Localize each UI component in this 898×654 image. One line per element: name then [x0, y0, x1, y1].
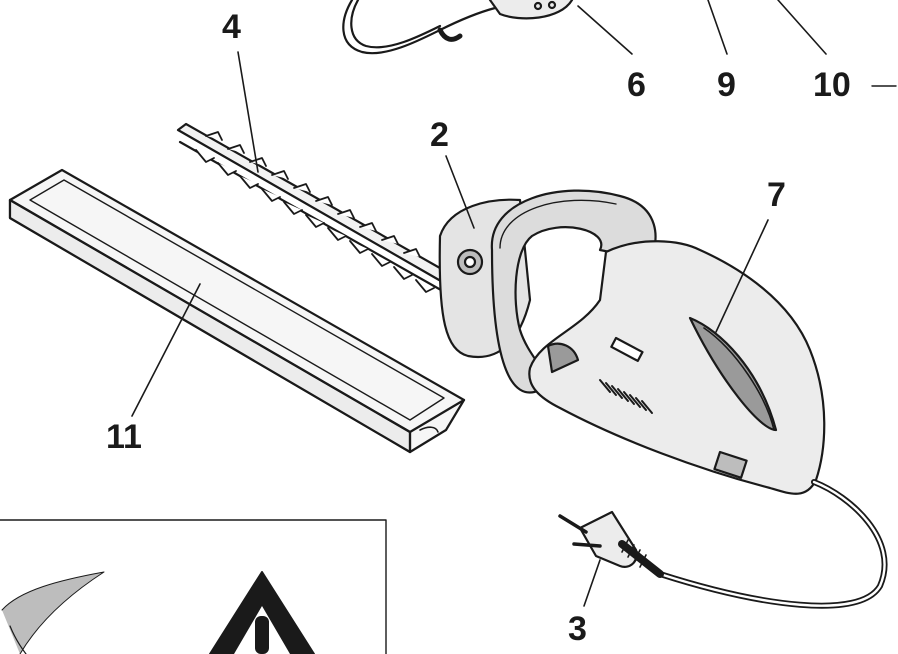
callout-4: 4 [222, 8, 241, 46]
callout-2: 2 [430, 116, 449, 154]
blade-cover [8, 168, 466, 454]
motor-body [528, 240, 826, 495]
leader-2 [445, 155, 475, 229]
leader-3 [583, 559, 601, 607]
top-partial-tool [342, 0, 574, 55]
cutter-blade [176, 122, 456, 296]
leader-6 [577, 5, 633, 55]
vent-slots [599, 379, 653, 414]
leader-4 [237, 51, 259, 173]
warning-panel [0, 519, 387, 654]
front-handle [490, 189, 657, 394]
leader-10 [777, 0, 827, 55]
callout-3: 3 [568, 610, 587, 648]
leader-9 [707, 0, 728, 55]
callout-11: 11 [106, 418, 142, 456]
leader-11 [131, 283, 201, 417]
callout-10: 10 [813, 66, 851, 104]
power-plug-icon [558, 510, 664, 578]
power-cord [657, 479, 888, 609]
callout-9: 9 [717, 66, 736, 104]
callout-6: 6 [627, 66, 646, 104]
callout-7: 7 [767, 176, 786, 214]
leader-7 [715, 219, 769, 333]
warning-triangle-icon [209, 571, 315, 654]
